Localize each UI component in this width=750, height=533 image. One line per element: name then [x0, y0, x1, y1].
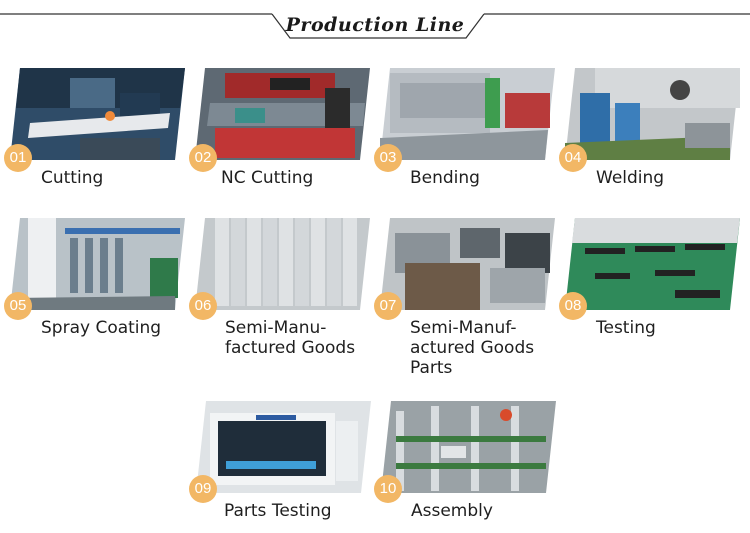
step-number-badge: 09	[189, 475, 217, 503]
step-number-badge: 04	[559, 144, 587, 172]
photo-spray-coating	[10, 218, 185, 310]
section-header: Production Line	[0, 0, 750, 48]
step-label: Cutting	[41, 168, 104, 188]
photo-parts-testing	[196, 401, 371, 493]
step-number-badge: 06	[189, 292, 217, 320]
photo-assembly	[381, 401, 556, 493]
step-label: Spray Coating	[41, 318, 162, 338]
step-number-badge: 05	[4, 292, 32, 320]
step-number-badge: 02	[189, 144, 217, 172]
step-number-badge: 10	[374, 475, 402, 503]
step-label: Welding	[596, 168, 665, 188]
step-number-badge: 01	[4, 144, 32, 172]
step-label: Assembly	[411, 501, 493, 521]
section-title: Production Line	[285, 14, 465, 36]
step-number-badge: 03	[374, 144, 402, 172]
photo-nc-cutting	[195, 68, 370, 160]
photo-welding	[565, 68, 740, 160]
step-label: Semi-Manuf- actured Goods Parts	[410, 318, 535, 378]
photo-cutting	[10, 68, 185, 160]
header-frame	[0, 13, 750, 39]
photo-semi-manufactured-goods-parts	[380, 218, 555, 310]
step-label: Parts Testing	[224, 501, 332, 521]
photo-semi-manufactured-goods	[195, 218, 370, 310]
step-number-badge: 07	[374, 292, 402, 320]
step-label: NC Cutting	[221, 168, 314, 188]
step-label: Bending	[410, 168, 480, 188]
step-label: Testing	[596, 318, 656, 338]
photo-bending	[380, 68, 555, 160]
step-number-badge: 08	[559, 292, 587, 320]
photo-testing	[565, 218, 740, 310]
step-label: Semi-Manu- factured Goods	[225, 318, 356, 358]
